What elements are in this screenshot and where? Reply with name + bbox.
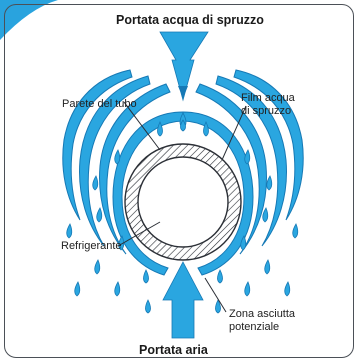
spray-film-label-line2: di spruzzo — [241, 105, 292, 117]
spray-film-label-line1: Film acqua — [241, 92, 295, 104]
water-flow-label: Portata acqua di spruzzo — [116, 13, 264, 27]
dry-zone-label-line1: Zona asciutta — [229, 308, 296, 320]
refrigerant-label: Refrigerante — [61, 240, 122, 252]
dry-zone-label-line2: potenziale — [229, 321, 280, 333]
water-flow-arrow — [159, 31, 209, 102]
diagram-frame — [4, 4, 354, 358]
tube-wall-label: Parete del tubo — [62, 98, 137, 110]
leader-lines — [117, 101, 247, 313]
tube — [124, 143, 242, 261]
air-flow-label: Portata aria — [139, 343, 208, 357]
air-flow-arrow — [162, 261, 204, 339]
spray-film — [62, 69, 304, 276]
water-droplets — [66, 112, 299, 314]
